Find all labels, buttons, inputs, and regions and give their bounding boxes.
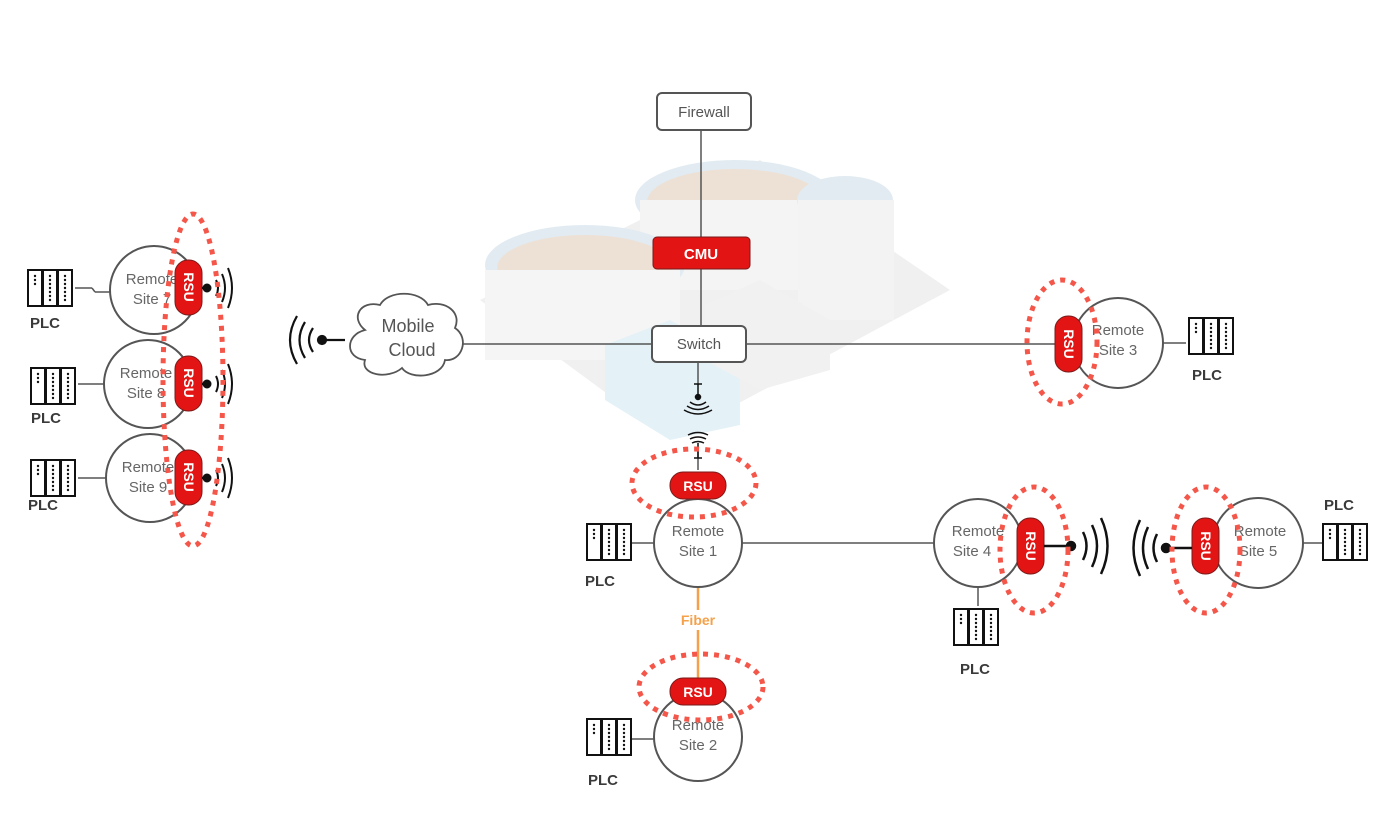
rsu-label: RSU [181, 272, 197, 302]
plc-label: PLC [28, 497, 58, 514]
rsu-label: RSU [1023, 531, 1039, 561]
rsu-site-9[interactable]: RSU [174, 449, 203, 506]
switch-node[interactable]: Switch [651, 325, 747, 363]
site-label-line2: Site 1 [679, 543, 717, 560]
switch-wireless-antenna-icon [683, 383, 713, 415]
site-label-line1: Remote [122, 459, 175, 476]
plc-label: PLC [31, 410, 61, 427]
highlight-ring-sites-7-9 [160, 211, 226, 549]
site-label-line2: Site 4 [953, 543, 991, 560]
plc-label: PLC [960, 661, 990, 678]
plc-icon [586, 523, 632, 561]
cloud-wireless-antenna-icon [288, 315, 345, 365]
remote-site-8[interactable]: Remote Site 8 [103, 339, 193, 429]
site-label-line2: Site 8 [127, 385, 165, 402]
plc-icon [30, 459, 76, 497]
site-label-line1: Remote [1234, 523, 1287, 540]
plc-site-3[interactable]: PLC [1188, 317, 1234, 384]
plc-icon [586, 718, 632, 756]
rsu-label: RSU [683, 684, 713, 700]
rsu-site-1[interactable]: RSU [669, 471, 727, 500]
plant-background-illustration [480, 160, 950, 440]
site-label-line1: Remote [952, 523, 1005, 540]
cloud-label-line2: Cloud [388, 340, 435, 360]
rsu-site-2[interactable]: RSU [669, 677, 727, 706]
highlight-ring-site-4 [997, 484, 1071, 616]
firewall-label: Firewall [678, 104, 730, 121]
firewall-node[interactable]: Firewall [656, 92, 752, 131]
site-label-line1: Remote [126, 271, 179, 288]
remote-site-4[interactable]: Remote Site 4 [933, 498, 1023, 588]
remote-site-1[interactable]: Remote Site 1 [653, 498, 743, 588]
site-label-line2: Site 2 [679, 737, 717, 754]
plc-site-9[interactable]: PLC [28, 459, 76, 514]
highlight-ring-site-1 [629, 446, 759, 520]
plc-label: PLC [1324, 497, 1354, 514]
mobile-cloud[interactable]: Mobile Cloud [349, 292, 464, 377]
fiber-label: Fiber [681, 612, 716, 628]
plc-icon [953, 608, 999, 646]
rsu-site-5[interactable]: RSU [1191, 517, 1220, 575]
plc-icon [1188, 317, 1234, 355]
plc-label: PLC [588, 772, 618, 789]
site-label-line1: Remote [120, 365, 173, 382]
cmu-node[interactable]: CMU [652, 236, 751, 270]
highlight-ring-site-5 [1169, 484, 1243, 616]
site-label-line2: Site 7 [133, 291, 171, 308]
rsu-label: RSU [1198, 531, 1214, 561]
rsu-label: RSU [181, 368, 197, 398]
plc-icon [1322, 523, 1368, 561]
plc-site-5[interactable]: PLC [1322, 497, 1368, 561]
rsu-site-3[interactable]: RSU [1054, 315, 1083, 373]
site8-wireless-antenna-icon [202, 363, 233, 405]
site-label-line2: Site 3 [1099, 342, 1137, 359]
highlight-ring-site-2 [636, 651, 766, 723]
plc-site-1[interactable]: PLC [585, 523, 632, 590]
site-label-line2: Site 5 [1239, 543, 1277, 560]
plc-label: PLC [30, 315, 60, 332]
remote-site-5[interactable]: Remote Site 5 [1212, 497, 1304, 589]
site-label-line2: Site 9 [129, 479, 167, 496]
rsu-site-4[interactable]: RSU [1016, 517, 1045, 575]
site4-wireless-antenna-icon [1044, 517, 1109, 575]
plc-site-8[interactable]: PLC [30, 367, 76, 427]
highlight-ring-site-3 [1024, 277, 1100, 407]
remote-site-2[interactable]: Remote Site 2 [653, 692, 743, 782]
site-label-line1: Remote [1092, 322, 1145, 339]
cloud-label-line1: Mobile [381, 316, 434, 336]
rsu-label: RSU [181, 462, 197, 492]
site5-wireless-antenna-icon [1132, 519, 1192, 577]
switch-label: Switch [677, 336, 721, 353]
cmu-label: CMU [684, 246, 718, 263]
rsu-label: RSU [1061, 329, 1077, 359]
remote-site-3[interactable]: Remote Site 3 [1072, 297, 1164, 389]
rsu-site-8[interactable]: RSU [174, 355, 203, 412]
plc-label: PLC [585, 573, 615, 590]
plc-icon [30, 367, 76, 405]
plc-site-2[interactable]: PLC [586, 718, 632, 789]
rsu-site-7[interactable]: RSU [174, 259, 203, 316]
site-label-line1: Remote [672, 523, 725, 540]
fiber-label-bg [672, 610, 724, 630]
plc-icon [27, 269, 73, 307]
plc-site-4[interactable]: PLC [953, 608, 999, 678]
plc-label: PLC [1192, 367, 1222, 384]
site1-wireless-antenna-icon [687, 431, 709, 459]
plc-site-7[interactable]: PLC [27, 269, 73, 332]
rsu-label: RSU [683, 478, 713, 494]
